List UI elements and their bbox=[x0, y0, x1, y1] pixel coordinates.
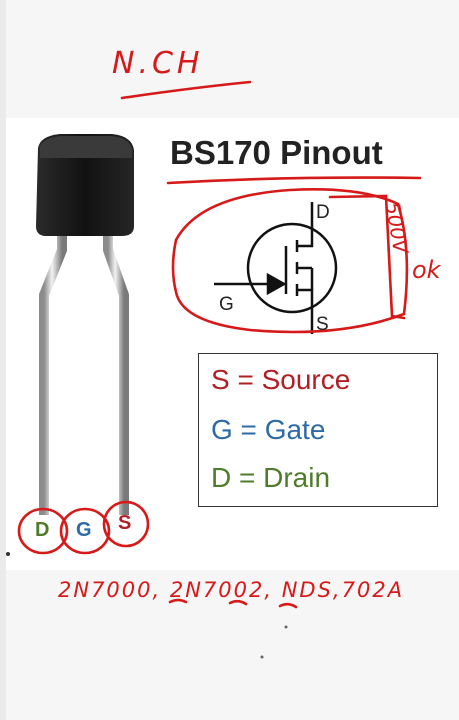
diagram-title: BS170 Pinout bbox=[170, 134, 383, 171]
pen-dot bbox=[260, 655, 264, 659]
pin-legend: S = Source G = Gate D = Drain bbox=[198, 353, 438, 507]
source-symbol-label: S bbox=[316, 314, 329, 335]
gate-symbol-label: G bbox=[219, 294, 234, 315]
legend-drain: D = Drain bbox=[211, 462, 331, 493]
pen-dot bbox=[284, 625, 288, 629]
pin-label-drain: D bbox=[35, 519, 50, 541]
bottom-note-area bbox=[0, 570, 459, 720]
pen-dot bbox=[6, 552, 10, 556]
transistor-leads bbox=[39, 228, 129, 515]
legend-gate: G = Gate bbox=[211, 414, 326, 445]
side-strip bbox=[0, 0, 6, 720]
status-note: ok bbox=[412, 256, 441, 284]
handwritten-marks bbox=[17, 80, 422, 609]
drain-symbol-label: D bbox=[316, 202, 330, 223]
legend-source: S = Source bbox=[211, 364, 351, 395]
channel-note: N.CH bbox=[112, 46, 204, 81]
equivalents-note: 2N7000, 2N7002, NDS,702A bbox=[58, 578, 405, 602]
pin-label-source: S bbox=[118, 512, 132, 534]
transistor-package bbox=[36, 134, 134, 236]
top-note-area bbox=[0, 0, 459, 118]
pin-label-gate: G bbox=[76, 519, 92, 541]
mosfet-symbol bbox=[214, 202, 338, 334]
